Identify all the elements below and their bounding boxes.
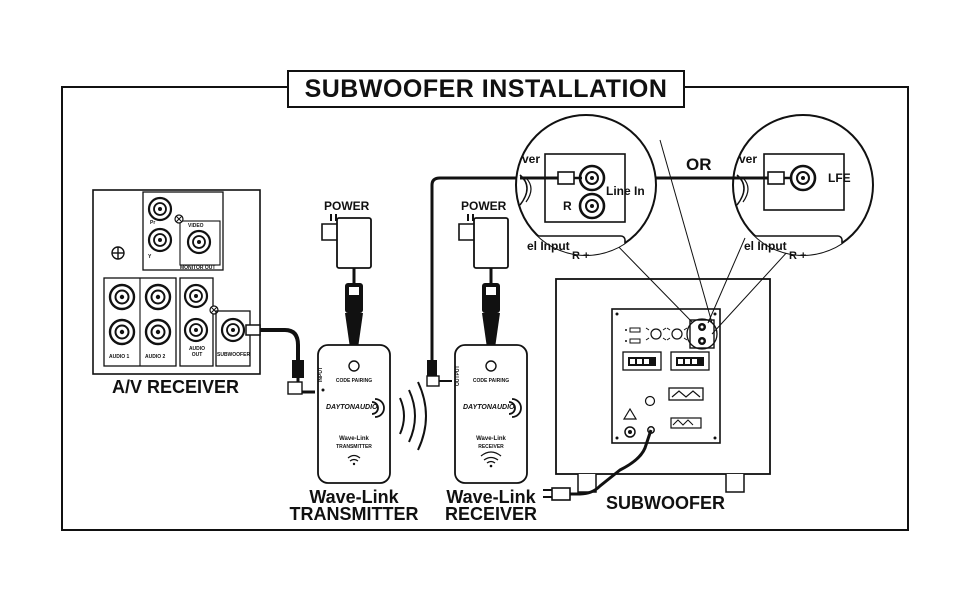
- broadcast-waves-icon: [399, 381, 427, 451]
- transmitter-brand-logo: DAYTONAUDIO: [326, 404, 378, 411]
- line-in-label: Line In: [606, 184, 645, 198]
- rca-jack-y: [147, 227, 173, 253]
- receiver-power-adapter: [458, 214, 509, 348]
- rca-jack-video: [186, 229, 212, 255]
- rca-jack-subwoofer: [220, 317, 246, 343]
- receiver-product-label: Wave-Link: [476, 436, 506, 442]
- rca-jack-audio2-l: [144, 283, 172, 311]
- transmitter-product-label: Wave-Link: [339, 436, 369, 442]
- rca-jack-lfe: [789, 164, 817, 192]
- cable-receiver-to-subwoofer: [426, 176, 560, 387]
- line-in-r-label: R: [563, 199, 572, 213]
- jack-label-subwoofer: SUBWOOFER: [217, 352, 251, 358]
- transmitter-body: [317, 344, 391, 484]
- zoom-left-level-input-label: el Input: [527, 239, 570, 253]
- receiver-body: [454, 344, 528, 484]
- transmitter-power-adapter: [321, 214, 372, 348]
- lfe-label: LFE: [828, 171, 851, 185]
- rca-jack-audioout-r: [183, 317, 209, 343]
- zoom-circle-lfe: [732, 114, 874, 256]
- receiver-role-label: RECEIVER: [478, 444, 504, 450]
- zoom-right-partial-label: ver: [739, 152, 758, 166]
- transmitter-power-label: POWER: [324, 199, 370, 213]
- zoom-right-level-input-label: el Input: [744, 239, 787, 253]
- zoom-pointer-lines: [609, 139, 801, 335]
- wireless-signal-icon: [480, 451, 502, 468]
- rca-jack-audio1-r: [108, 318, 136, 346]
- warning-triangle-icon: [622, 407, 638, 420]
- transmitter-role-label: TRANSMITTER: [336, 444, 372, 450]
- receiver-caption-line1: Wave-Link: [446, 487, 536, 507]
- daytonaudio-logo-icon: [371, 398, 385, 418]
- jack-label-video: VIDEO: [188, 223, 204, 229]
- pairing-button-icon: [485, 360, 497, 372]
- pairing-button-icon: [348, 360, 360, 372]
- rca-jack-audioout-l: [183, 283, 209, 309]
- receiver-caption-line2: RECEIVER: [444, 504, 538, 524]
- jack-label-audio2: AUDIO 2: [145, 354, 166, 360]
- zoom-left-level-r-label: R +: [572, 250, 590, 262]
- subwoofer-amp-plate: [611, 308, 721, 444]
- subwoofer-label: SUBWOOFER: [606, 493, 725, 513]
- knob-icon: [666, 327, 688, 341]
- screw-icon: [209, 305, 219, 315]
- power-socket-icon: [624, 426, 636, 438]
- screw-icon: [174, 214, 184, 224]
- cable-receiver-to-transmitter: [245, 324, 315, 395]
- av-receiver-panel: [92, 189, 261, 375]
- wireless-signal-icon: [347, 454, 361, 466]
- rca-jack-line-in-r: [578, 192, 606, 220]
- subwoofer-power-cord: [543, 429, 653, 501]
- jack-label-audio1: AUDIO 1: [109, 354, 130, 360]
- receiver-power-label: POWER: [461, 199, 507, 213]
- transmitter-caption-line2: TRANSMITTER: [289, 504, 419, 524]
- jack-label-pr: Pr: [150, 220, 156, 226]
- jack-label-monitor-out: MONITOR OUT: [180, 265, 216, 271]
- rca-jack-audio2-r: [144, 318, 172, 346]
- or-label: OR: [686, 155, 712, 174]
- av-receiver-label: A/V RECEIVER: [112, 377, 240, 397]
- rca-jack-audio1-l: [108, 283, 136, 311]
- receiver-brand-logo: DAYTONAUDIO: [463, 404, 515, 411]
- transmitter-code-pairing-label: CODE PAIRING: [335, 378, 373, 384]
- zoom-right-level-r-label: R +: [789, 250, 807, 262]
- jack-label-audio-out: AUDIO OUT: [188, 346, 206, 358]
- rca-jack-line-in-l: [578, 164, 606, 192]
- daytonaudio-logo-icon: [508, 398, 522, 418]
- diagram-title: SUBWOOFER INSTALLATION: [287, 70, 685, 108]
- knob-icon: [645, 327, 667, 341]
- zoom-left-partial-label: ver: [522, 152, 541, 166]
- rca-jack-pr: [147, 196, 173, 222]
- receiver-code-pairing-label: CODE PAIRING: [472, 378, 510, 384]
- transmitter-caption-line1: Wave-Link: [309, 487, 399, 507]
- jack-label-y: Y: [148, 254, 152, 260]
